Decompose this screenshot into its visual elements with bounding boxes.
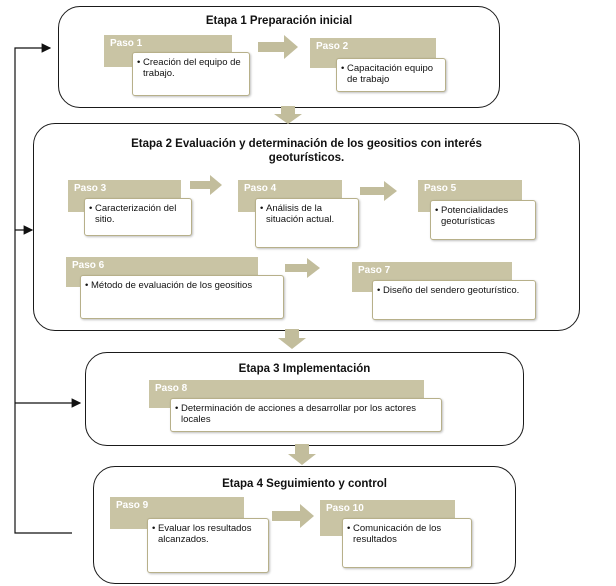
arrow-stage2-to-stage3 xyxy=(278,329,306,349)
step-box-3: Caracterización del sitio. xyxy=(84,198,192,236)
stage-title: Etapa 2 Evaluación y determinación de lo… xyxy=(131,138,482,164)
step-box-7: Diseño del sendero geoturístico. xyxy=(372,280,536,320)
step-box-10: Comunicación de los resultados xyxy=(342,518,472,568)
arrow-stage3-to-stage4 xyxy=(288,444,316,465)
step-box-4: Análisis de la situación actual. xyxy=(255,198,359,248)
stage-title: Etapa 4 Seguimiento y control xyxy=(222,478,387,490)
step-box-6: Método de evaluación de los geositios xyxy=(80,275,284,319)
step-box-1: Creación del equipo de trabajo. xyxy=(132,52,250,96)
stage-title: Etapa 1 Preparación inicial xyxy=(205,15,353,27)
stage-title: Etapa 3 Implementación xyxy=(238,363,371,375)
arrow-step4-to-step5 xyxy=(360,181,397,201)
arrow-step1-to-step2 xyxy=(258,35,298,59)
step-box-9: Evaluar los resultados alcanzados. xyxy=(147,518,269,573)
arrow-step3-to-step4 xyxy=(190,175,222,195)
arrow-step6-to-step7 xyxy=(285,258,320,278)
loop-line xyxy=(14,43,72,534)
step-box-5: Potencialidades geoturísticas xyxy=(430,200,536,240)
step-box-8: Determinación de acciones a desarrollar … xyxy=(170,398,442,432)
arrow-step9-to-step10 xyxy=(272,504,314,528)
arrow-stage1-to-stage2 xyxy=(274,106,302,124)
step-box-2: Capacitación equipo de trabajo xyxy=(336,58,446,92)
